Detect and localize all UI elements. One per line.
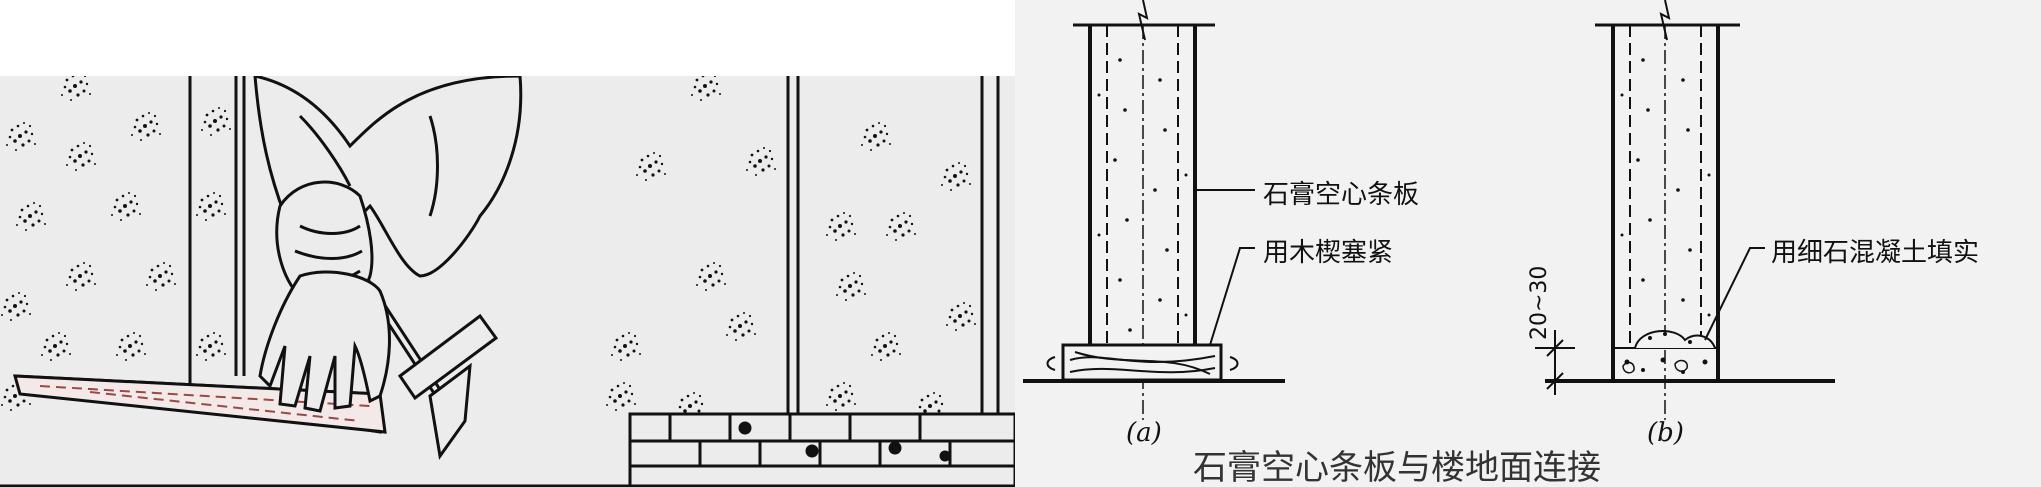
label-wood-wedge: 用木楔塞紧 <box>1263 238 1394 268</box>
figure-caption: 石膏空心条板与楼地面连接 <box>1193 448 1601 487</box>
left-panel-joints <box>188 76 246 386</box>
subcaption-b: (b) <box>1647 418 1684 448</box>
plaster-texture-left <box>1 76 231 411</box>
technical-diagram: 石膏空心条板 用木楔塞紧 用细石混凝土填实 20~30 (a) (b) 石膏空心… <box>1015 0 2041 487</box>
right-panel-joints <box>786 76 1000 416</box>
board-a <box>1023 0 1285 420</box>
diagram-svg <box>1023 0 1835 420</box>
subcaption-a: (a) <box>1126 418 1162 448</box>
label-board: 石膏空心条板 <box>1263 180 1420 210</box>
label-fine-concrete: 用细石混凝土填实 <box>1771 238 1980 268</box>
installation-illustration <box>0 76 1015 487</box>
wood-wedge-icon <box>12 374 387 434</box>
board-b <box>1535 0 1835 420</box>
label-dimension: 20~30 <box>1527 265 1552 340</box>
hand-icon <box>258 270 391 413</box>
plaster-texture-right <box>606 76 976 421</box>
brick-floor <box>628 412 1015 487</box>
illustration-svg <box>0 76 1015 487</box>
